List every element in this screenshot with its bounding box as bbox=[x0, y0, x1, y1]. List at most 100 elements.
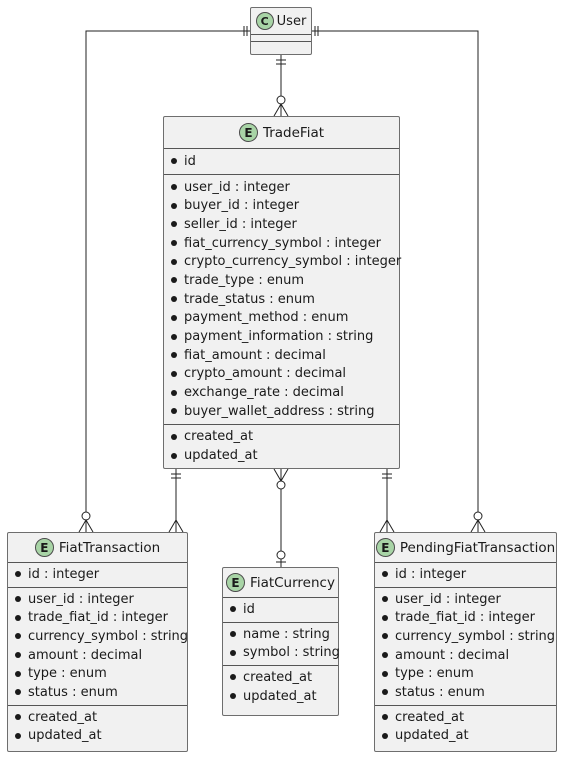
entity-badge-icon: E bbox=[238, 123, 258, 142]
field-row: id bbox=[223, 600, 338, 619]
field-row: trade_status : enum bbox=[164, 290, 399, 309]
field-text: created_at bbox=[395, 709, 465, 725]
field-text: buyer_id : integer bbox=[184, 198, 300, 214]
bullet-icon bbox=[171, 352, 177, 359]
field-row: updated_at bbox=[375, 727, 556, 746]
fiat-transaction-key-section: id : integer bbox=[8, 562, 187, 587]
field-text: buyer_wallet_address : string bbox=[184, 403, 375, 419]
entity-badge-icon: E bbox=[34, 538, 54, 557]
field-text: updated_at bbox=[243, 688, 317, 704]
field-row: fiat_currency_symbol : integer bbox=[164, 234, 399, 253]
fiat-transaction-timestamps-section: created_at updated_at bbox=[8, 704, 187, 748]
field-row: currency_symbol : string bbox=[8, 627, 188, 646]
fiat-currency-key-section: id bbox=[223, 597, 338, 622]
field-text: trade_fiat_id : integer bbox=[395, 610, 535, 626]
field-text: id bbox=[243, 601, 255, 617]
trade-fiat-entity: E TradeFiat id user_id : integer buyer_i… bbox=[163, 116, 402, 469]
field-text: trade_status : enum bbox=[184, 291, 315, 307]
field-row: updated_at bbox=[164, 446, 399, 465]
bullet-icon bbox=[171, 202, 177, 209]
field-row: created_at bbox=[375, 708, 556, 727]
bullet-icon bbox=[15, 596, 21, 603]
fiat-currency-header: E FiatCurrency bbox=[223, 568, 338, 597]
field-text: id : integer bbox=[395, 566, 467, 582]
crows-foot-marker bbox=[273, 103, 289, 117]
bullet-icon bbox=[382, 714, 388, 721]
field-row: buyer_id : integer bbox=[164, 196, 399, 215]
field-text: id : integer bbox=[28, 566, 100, 582]
field-row: crypto_amount : decimal bbox=[164, 365, 399, 384]
fiat-transaction-name: FiatTransaction bbox=[58, 539, 161, 556]
field-row: user_id : integer bbox=[375, 590, 556, 609]
field-row: created_at bbox=[223, 668, 338, 687]
field-text: seller_id : integer bbox=[184, 216, 297, 232]
field-row: type : enum bbox=[8, 664, 187, 683]
bullet-icon bbox=[171, 333, 177, 340]
crows-foot-marker bbox=[168, 519, 184, 533]
fiat-transaction-entity: E FiatTransaction id : integer user_id :… bbox=[7, 532, 188, 752]
field-text: amount : decimal bbox=[28, 647, 143, 663]
field-row: type : enum bbox=[375, 664, 556, 683]
field-text: created_at bbox=[184, 429, 254, 445]
field-text: updated_at bbox=[395, 728, 469, 744]
fiat-currency-fields-section: name : string symbol : string bbox=[223, 621, 340, 665]
field-text: type : enum bbox=[395, 666, 474, 682]
bullet-icon bbox=[230, 631, 236, 638]
field-text: user_id : integer bbox=[395, 591, 501, 607]
bullet-icon bbox=[171, 296, 177, 303]
field-row: user_id : integer bbox=[164, 178, 399, 197]
bullet-icon bbox=[15, 732, 21, 739]
pending-fiat-transaction-fields-section: user_id : integer trade_fiat_id : intege… bbox=[375, 586, 556, 705]
field-text: crypto_currency_symbol : integer bbox=[184, 254, 402, 270]
field-row: currency_symbol : string bbox=[375, 627, 556, 646]
field-text: exchange_rate : decimal bbox=[184, 385, 344, 401]
field-text: id bbox=[184, 153, 196, 169]
field-row: exchange_rate : decimal bbox=[164, 383, 399, 402]
bullet-icon bbox=[171, 389, 177, 396]
field-row: created_at bbox=[164, 428, 399, 447]
trade-fiat-fields-section: user_id : integer buyer_id : integer sel… bbox=[164, 173, 402, 424]
bullet-icon bbox=[382, 670, 388, 677]
bullet-icon bbox=[230, 674, 236, 681]
bullet-icon bbox=[15, 571, 21, 578]
bullet-icon bbox=[382, 732, 388, 739]
bullet-icon bbox=[171, 277, 177, 284]
field-row: fiat_amount : decimal bbox=[164, 346, 399, 365]
fiat-transaction-header: E FiatTransaction bbox=[8, 533, 187, 562]
field-row: id bbox=[164, 152, 399, 171]
field-text: fiat_amount : decimal bbox=[184, 347, 326, 363]
field-text: created_at bbox=[28, 709, 98, 725]
fiat-transaction-fields-section: user_id : integer trade_fiat_id : intege… bbox=[8, 586, 188, 705]
optional-marker bbox=[276, 95, 286, 105]
bullet-icon bbox=[382, 571, 388, 578]
field-text: symbol : string bbox=[243, 645, 340, 661]
trade-fiat-header: E TradeFiat bbox=[164, 117, 399, 148]
field-row: updated_at bbox=[223, 687, 338, 706]
field-text: updated_at bbox=[28, 728, 102, 744]
bullet-icon bbox=[15, 633, 21, 640]
edge-user-pending-fiat-transaction bbox=[312, 30, 479, 532]
field-row: updated_at bbox=[8, 727, 187, 746]
user-class-header: C User bbox=[251, 8, 311, 34]
bullet-icon bbox=[230, 649, 236, 656]
bullet-icon bbox=[230, 606, 236, 613]
edge-user-fiat-transaction bbox=[85, 30, 250, 532]
bullet-icon bbox=[382, 614, 388, 621]
field-row: user_id : integer bbox=[8, 590, 187, 609]
field-row: created_at bbox=[8, 708, 187, 727]
pending-fiat-transaction-entity: E PendingFiatTransaction id : integer us… bbox=[374, 532, 557, 752]
field-text: user_id : integer bbox=[184, 179, 290, 195]
bullet-icon bbox=[382, 633, 388, 640]
crows-foot-marker bbox=[78, 519, 94, 533]
bullet-icon bbox=[382, 689, 388, 696]
field-row: status : enum bbox=[8, 683, 187, 702]
field-text: user_id : integer bbox=[28, 591, 134, 607]
bullet-icon bbox=[15, 614, 21, 621]
bullet-icon bbox=[382, 596, 388, 603]
trade-fiat-timestamps-section: created_at updated_at bbox=[164, 423, 399, 468]
field-row: seller_id : integer bbox=[164, 215, 399, 234]
field-row: symbol : string bbox=[223, 643, 340, 662]
field-text: created_at bbox=[243, 669, 313, 685]
bullet-icon bbox=[171, 158, 177, 165]
